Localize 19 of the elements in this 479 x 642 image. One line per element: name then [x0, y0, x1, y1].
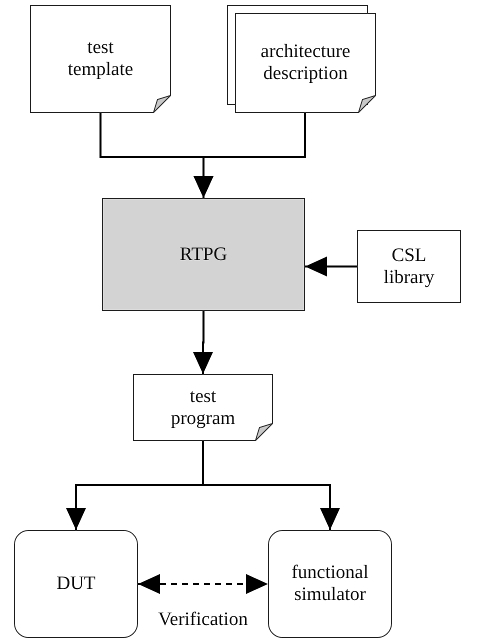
- node-label: functional simulator: [290, 562, 370, 606]
- arrow: [194, 113, 306, 198]
- document-box: [133, 374, 273, 441]
- rounded-box: [268, 530, 392, 638]
- process-box: [102, 198, 305, 311]
- arrow: [202, 441, 340, 530]
- arrow: [305, 256, 357, 276]
- node-label: test template: [66, 37, 134, 81]
- node-label: RTPG: [180, 244, 228, 266]
- dashed-arrow: [138, 574, 268, 594]
- document-stack: [227, 5, 376, 113]
- node-label: CSL library: [382, 244, 436, 288]
- node-label: DUT: [56, 573, 96, 595]
- library-box: [357, 230, 461, 303]
- arrow: [193, 311, 213, 374]
- node-label: test program: [170, 386, 236, 430]
- node-label: architecture description: [260, 41, 352, 85]
- document-box: [30, 5, 171, 113]
- rounded-box: [14, 530, 138, 638]
